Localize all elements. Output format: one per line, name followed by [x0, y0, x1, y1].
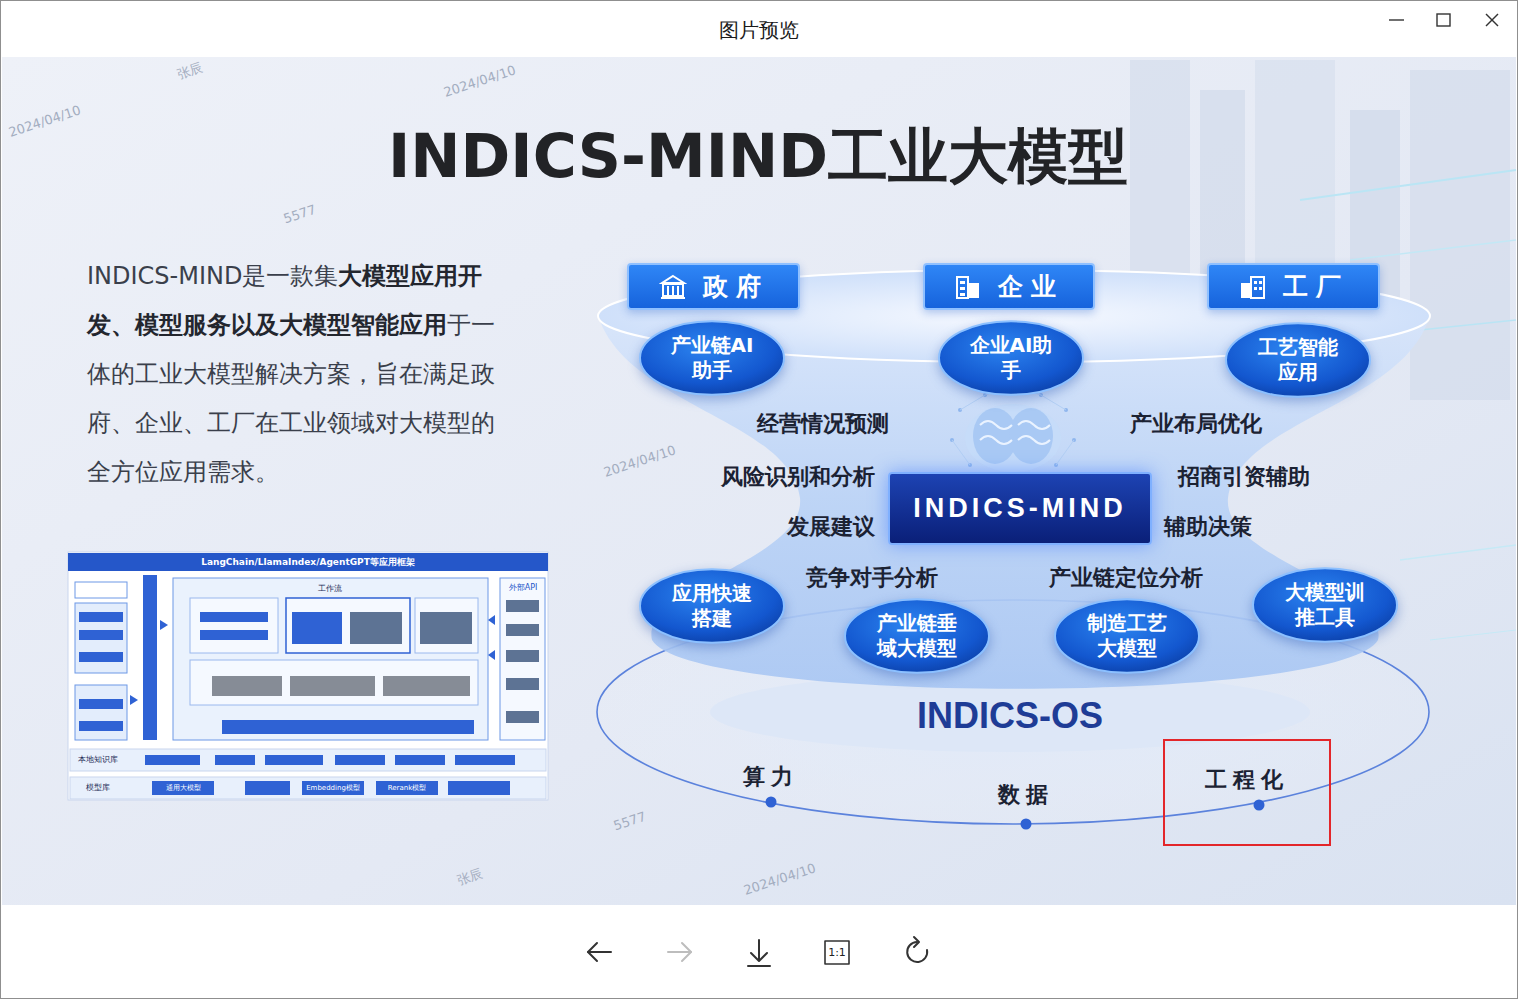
thumbnail-header: LangChain/LlamaIndex/AgentGPT等应用框架	[201, 557, 415, 567]
ellipse-content: 产业链垂域大模型	[873, 611, 961, 661]
capability-ellipse: 大模型训推工具	[1250, 565, 1400, 645]
ellipse-fill	[939, 321, 1083, 395]
ellipse-text: 产业链垂域大模型	[873, 611, 961, 661]
tab-icon	[954, 273, 982, 301]
ellipse-text: 应用快速搭建	[668, 581, 756, 631]
ellipse-text: 制造工艺大模型	[1083, 611, 1171, 661]
capability-ellipse: 应用快速搭建	[637, 566, 787, 646]
audience-tab: 政府	[627, 263, 800, 310]
ellipse-text: 大模型训推工具	[1281, 580, 1369, 630]
capability-label: 经营情况预测	[757, 411, 889, 436]
application-ellipse: 企业AI助手	[936, 318, 1086, 398]
window-title: 图片预览	[719, 19, 799, 42]
capability-label: 发展建议	[787, 514, 875, 539]
tab-text: 工厂	[1283, 270, 1349, 303]
tab-content: 企业	[954, 270, 1064, 303]
core-content: INDICS-MIND	[913, 493, 1127, 524]
ellipse-text: 企业AI助手	[967, 333, 1055, 383]
tab-text: 企业	[998, 270, 1064, 303]
ellipse-content: 大模型训推工具	[1281, 580, 1369, 630]
thumbnail-label: 模型库	[86, 784, 110, 793]
brain-illustration	[950, 383, 1076, 472]
audience-tab: 企业	[923, 263, 1095, 310]
base-label: 数据	[998, 782, 1054, 807]
thumbnail-label: 工作流	[318, 584, 342, 593]
thumbnail-label: 本地知识库	[78, 756, 118, 765]
base-label: 算力	[743, 764, 799, 789]
highlight-content: 工程化	[1205, 765, 1289, 795]
zoom-label: 1:1	[828, 947, 846, 960]
capability-ellipse: 产业链垂域大模型	[842, 596, 992, 676]
capability-label: 产业链定位分析	[1049, 565, 1203, 590]
highlight-box: 工程化	[1163, 739, 1331, 846]
base-label: 工程化	[1205, 765, 1289, 795]
thumbnail-label: Rerank模型	[388, 784, 427, 792]
application-ellipse: 工艺智能应用	[1223, 320, 1373, 400]
capability-label: 辅助决策	[1164, 514, 1252, 539]
platform-name: INDICS-OS	[917, 695, 1103, 736]
ellipse-fill	[845, 599, 989, 673]
ellipse-text: 产业链AI助手	[668, 333, 756, 383]
thumbnail-label: 外部API	[509, 583, 538, 592]
tab-content: 政府	[659, 270, 769, 303]
audience-tab: 工厂	[1207, 263, 1380, 310]
capability-label: 招商引资辅助	[1178, 464, 1310, 489]
intro-paragraph: INDICS-MIND是一款集大模型应用开发、模型服务以及大模型智能应用于一体的…	[87, 252, 512, 497]
toolbar-icons	[588, 937, 927, 966]
tab-text: 政府	[703, 270, 769, 303]
ellipse-content: 应用快速搭建	[668, 581, 756, 631]
capability-label: 产业布局优化	[1130, 411, 1262, 436]
tab-content: 工厂	[1239, 270, 1349, 303]
slide-ground	[2, 57, 1516, 905]
ellipse-fill	[1253, 568, 1397, 642]
tab-icon	[659, 273, 687, 301]
slide-title: INDICS-MIND工业大模型	[388, 122, 1128, 191]
architecture-thumbnail	[68, 552, 548, 800]
paragraph-text: INDICS-MIND是一款集	[87, 262, 338, 290]
ellipse-fill	[640, 321, 784, 395]
ellipse-fill	[1055, 599, 1199, 673]
capability-label: 竞争对手分析	[806, 565, 938, 590]
application-ellipse: 产业链AI助手	[637, 318, 787, 398]
ellipse-content: 工艺智能应用	[1254, 335, 1342, 385]
ellipse-fill	[640, 569, 784, 643]
core-box: INDICS-MIND	[888, 472, 1152, 545]
thumbnail-label: Embedding模型	[306, 784, 360, 792]
ellipse-fill	[1226, 323, 1370, 397]
thumbnail-label: 通用大模型	[166, 784, 201, 792]
core-text: INDICS-MIND	[913, 493, 1127, 524]
ellipse-content: 产业链AI助手	[668, 333, 756, 383]
ellipse-text: 工艺智能应用	[1254, 335, 1342, 385]
capability-ellipse: 制造工艺大模型	[1052, 596, 1202, 676]
ellipse-content: 企业AI助手	[967, 333, 1055, 383]
tab-icon	[1239, 273, 1267, 301]
capability-label: 风险识别和分析	[721, 464, 875, 489]
ellipse-content: 制造工艺大模型	[1083, 611, 1171, 661]
